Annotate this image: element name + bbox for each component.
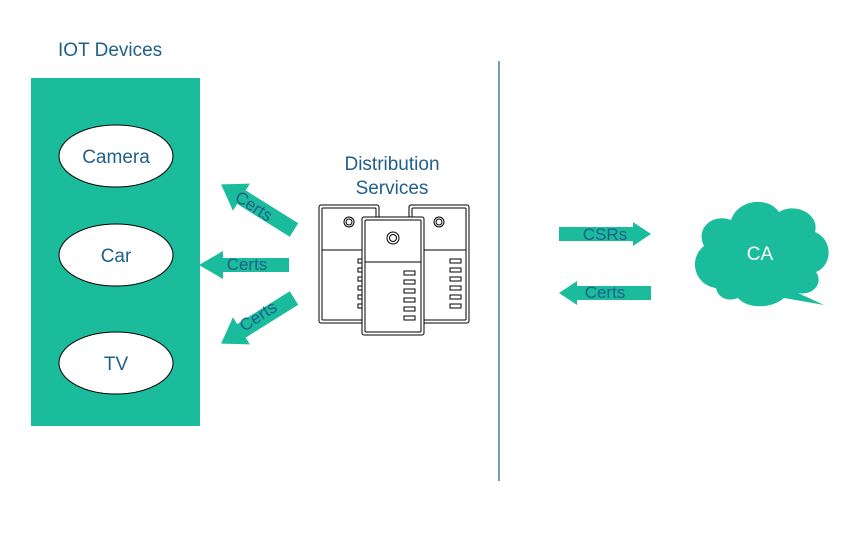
- ca-cloud-icon[interactable]: CA: [694, 201, 829, 307]
- distribution-title-line2: Services: [356, 178, 429, 199]
- certs-from-ca-label: Certs: [585, 283, 626, 302]
- csrs-arrow: [559, 222, 651, 246]
- certs-from-ca-arrow: [559, 281, 651, 305]
- certs-arrow-down: [221, 291, 299, 345]
- certs-arrow-up: [221, 183, 299, 237]
- device-car[interactable]: Car: [58, 223, 174, 287]
- certs-arrow-mid-label: Certs: [227, 255, 268, 274]
- distribution-title-line1: Distribution: [344, 154, 439, 175]
- device-tv[interactable]: TV: [58, 331, 174, 395]
- iot-devices-title: IOT Devices: [58, 40, 162, 61]
- device-camera[interactable]: Camera: [58, 124, 174, 188]
- certs-arrow-up-label: Certs: [232, 187, 276, 225]
- ca-label: CA: [747, 244, 774, 265]
- device-label-tv: TV: [104, 354, 129, 375]
- certs-arrow-mid: [199, 251, 289, 279]
- device-label-camera: Camera: [82, 147, 150, 168]
- server-stack-icon: [318, 204, 470, 336]
- csrs-arrow-label: CSRs: [583, 225, 627, 244]
- device-label-car: Car: [101, 246, 132, 267]
